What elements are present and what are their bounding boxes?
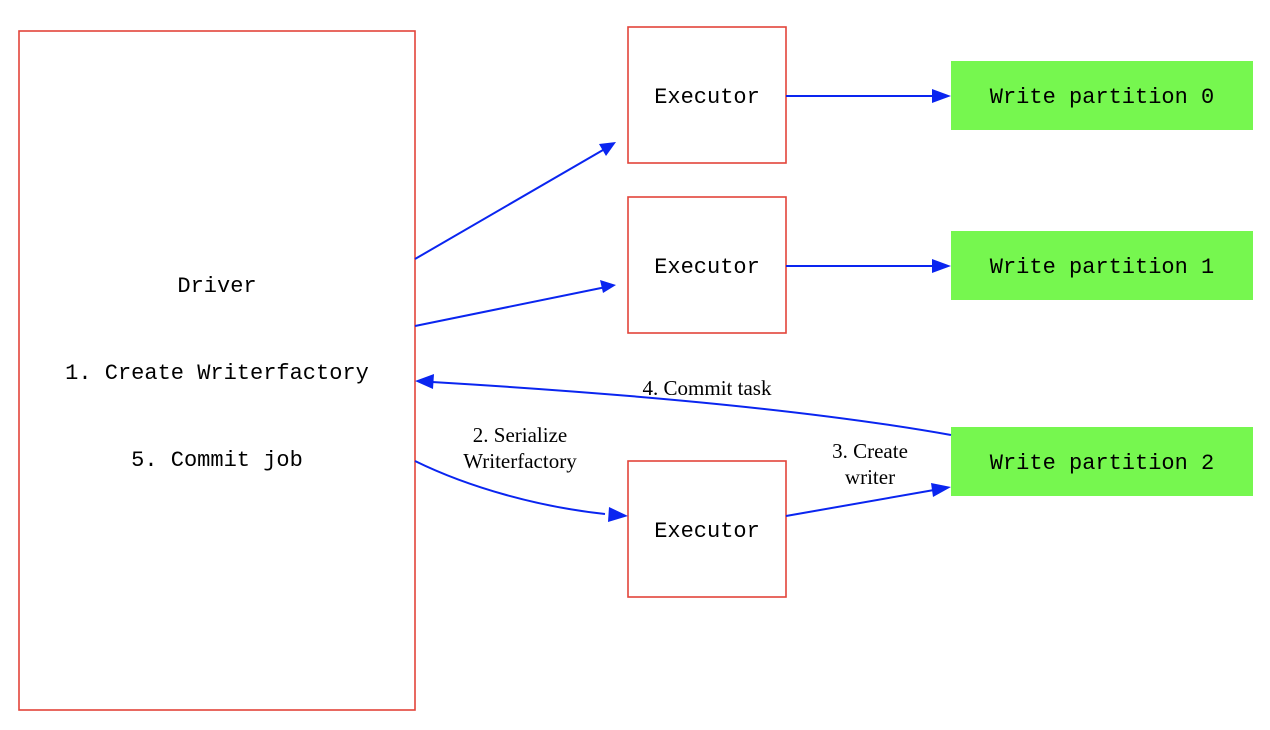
edge-executor-2-to-partition-2 (785, 483, 951, 517)
edge-label-create-writer-line1: 3. Create (832, 439, 908, 463)
driver-step-create-writerfactory: 1. Create Writerfactory (65, 361, 369, 386)
executor-node-0: Executor (627, 26, 787, 164)
arrowhead-icon (599, 142, 616, 156)
write-partition-node-2: Write partition 2 (951, 427, 1253, 496)
edge-executor-1-to-partition-1 (786, 259, 951, 273)
arrowhead-icon (600, 280, 616, 293)
write-partition-node-0: Write partition 0 (951, 61, 1253, 130)
edge-driver-to-executor-1 (414, 280, 616, 327)
edge-label-serialize-line1: 2. Serialize (473, 423, 567, 447)
edge-driver-to-executor-2 (414, 460, 628, 522)
edge-partition-2-to-driver (415, 374, 952, 436)
arrowhead-icon (608, 507, 628, 522)
executor-label: Executor (654, 519, 760, 544)
edge-driver-to-executor-0 (414, 142, 616, 260)
arrowhead-icon (932, 89, 951, 103)
executor-label: Executor (654, 255, 760, 280)
driver-step-commit-job: 5. Commit job (131, 448, 303, 473)
write-partition-label: Write partition 1 (990, 255, 1214, 280)
driver-node: Driver 1. Create Writerfactory 5. Commit… (18, 30, 416, 711)
write-partition-label: Write partition 0 (990, 85, 1214, 110)
executor-node-2: Executor (627, 460, 787, 598)
arrowhead-icon (932, 259, 951, 273)
edge-executor-0-to-partition-0 (786, 89, 951, 103)
write-partition-node-1: Write partition 1 (951, 231, 1253, 300)
driver-title: Driver (177, 274, 256, 299)
arrowhead-icon (931, 483, 951, 497)
executor-node-1: Executor (627, 196, 787, 334)
arrowhead-icon (415, 374, 434, 389)
edge-label-commit-task: 4. Commit task (643, 376, 772, 400)
executor-label: Executor (654, 85, 760, 110)
edge-label-serialize-line2: Writerfactory (463, 449, 577, 473)
edge-label-create-writer-line2: writer (845, 465, 895, 489)
write-partition-label: Write partition 2 (990, 451, 1214, 476)
